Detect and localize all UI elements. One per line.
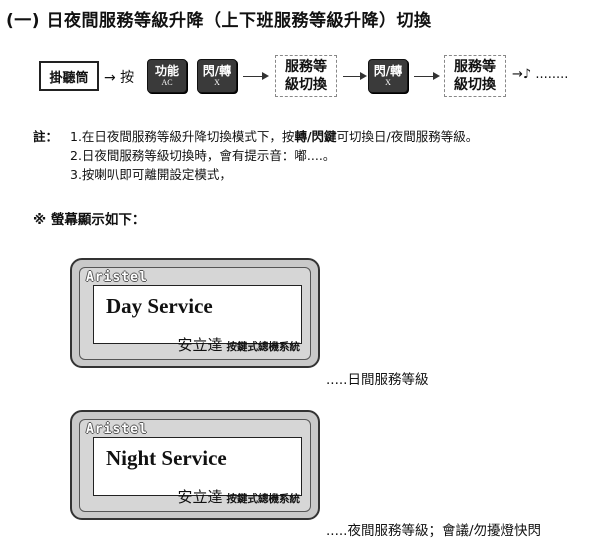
caption-night: .....夜間服務等級；會議/勿擾燈快閃 (326, 523, 542, 539)
note-1-prefix: 1.在日夜間服務等級升降切換模式下，按 (70, 129, 295, 144)
footer-product: 按鍵式總機系統 (226, 493, 301, 505)
note-2: 2.日夜間服務等級切換時，會有提示音：嘟....。 (70, 148, 336, 163)
press-connector: → 按 (104, 70, 135, 86)
caption-day: .....日間服務等級 (326, 372, 429, 388)
footer-brand: 安立達 (177, 336, 223, 354)
panel-footer: 安立達按鍵式總機系統 (177, 334, 300, 355)
lcd-panel-night: Aristel Night Service 安立達按鍵式總機系統 (70, 410, 320, 520)
lcd-panel-day: Aristel Day Service 安立達按鍵式總機系統 (70, 258, 320, 368)
service-switch-line-1: 服務等 (454, 59, 496, 75)
flash-transfer-key-2: 閃/轉 X (368, 59, 408, 93)
flash-transfer-key-sub: X (214, 78, 220, 87)
screen-text: Night Service (106, 446, 227, 470)
service-switch-step-2: 服務等 級切換 (444, 55, 506, 97)
page-title: (一) 日夜間服務等級升降（上下班服務等級升降）切換 (6, 11, 432, 31)
arrow-icon (343, 72, 367, 80)
arrow-icon (243, 72, 269, 80)
flash-transfer-key-2-label: 閃/轉 (373, 64, 403, 78)
flash-transfer-key-label: 閃/轉 (202, 64, 232, 78)
arrow-icon (414, 72, 440, 80)
display-heading: ※ 螢幕顯示如下： (33, 212, 146, 228)
service-switch-line-1: 服務等 (285, 59, 327, 75)
function-key-sub: AC (161, 78, 173, 87)
notes-label: 註： (33, 129, 59, 144)
lcd-bezel: Aristel Day Service 安立達按鍵式總機系統 (79, 267, 311, 360)
flash-transfer-key: 閃/轉 X (197, 59, 237, 93)
flash-transfer-key-2-sub: X (385, 78, 391, 87)
lcd-bezel: Aristel Night Service 安立達按鍵式總機系統 (79, 419, 311, 512)
service-switch-line-2: 級切換 (454, 77, 496, 93)
screen-text: Day Service (106, 294, 213, 318)
function-key: 功能 AC (147, 59, 187, 93)
footer-brand: 安立達 (177, 488, 223, 506)
function-key-label: 功能 (154, 64, 179, 78)
note-1-suffix: 可切換日/夜間服務等級。 (336, 129, 479, 144)
brand-logo: Aristel (86, 270, 148, 285)
note-1-key: 轉/閃鍵 (294, 129, 337, 144)
tone-ending: →♪ ........ (512, 67, 569, 82)
lcd-screen: Day Service (93, 285, 302, 344)
note-1: 1.在日夜間服務等級升降切換模式下，按轉/閃鍵可切換日/夜間服務等級。 (70, 128, 478, 146)
service-switch-step-1: 服務等 級切換 (275, 55, 337, 97)
panel-footer: 安立達按鍵式總機系統 (177, 486, 300, 507)
note-3: 3.按喇叭即可離開設定模式， (70, 167, 232, 182)
brand-logo: Aristel (86, 422, 148, 437)
service-switch-line-2: 級切換 (285, 77, 327, 93)
handset-step: 掛聽筒 (39, 61, 99, 91)
lcd-screen: Night Service (93, 437, 302, 496)
footer-product: 按鍵式總機系統 (226, 341, 301, 353)
